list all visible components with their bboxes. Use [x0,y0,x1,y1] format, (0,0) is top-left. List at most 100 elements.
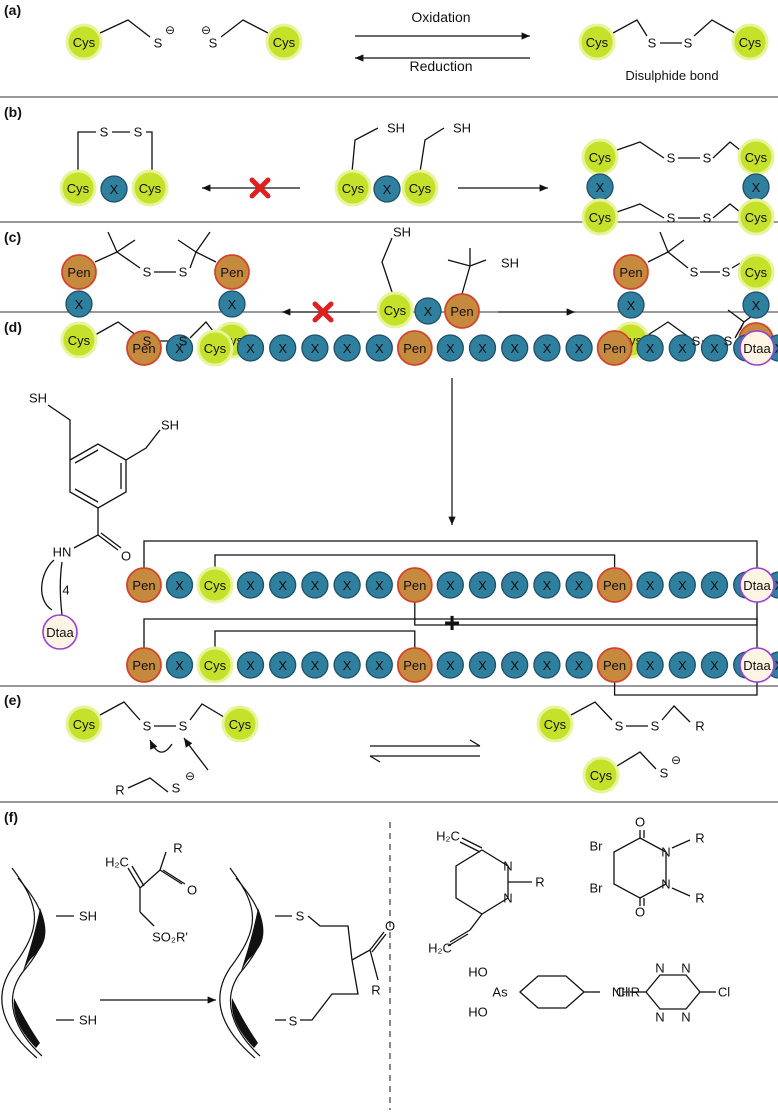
residue-cys: Cys [334,169,372,207]
residue-circle [739,567,775,603]
residue-circle [636,571,664,599]
residue-label: Dtaa [743,658,771,673]
residue-pen: Pen [596,567,633,603]
residue-x: X [501,571,529,599]
residue-label: Cys [342,181,365,196]
residue-label: Pen [132,578,155,593]
residue-label: X [627,298,636,313]
residue-cys: Cys [196,329,234,367]
thiol-group: SH [453,121,471,136]
residue-x: X [236,334,265,362]
residue-label: X [646,658,655,673]
residue-label: Cys [586,35,609,50]
residue-x: X [65,290,93,318]
residue-circle [396,567,433,603]
residue-x: X [333,571,361,599]
residue-label: X [175,578,184,593]
residue-x: X [533,651,561,679]
bond-line [671,839,691,849]
residue-pen: Pen [126,330,162,366]
residue-label: Cys [229,717,252,732]
pyrimidine-nitrogen: N [503,891,512,906]
residue-circle [533,651,561,679]
residue-label: X [775,658,778,673]
reagent-methylene: H₂C [436,829,460,844]
bond-line [307,915,353,961]
residue-x: X [436,651,464,679]
residue-x: X [236,651,265,679]
residue-circle [501,334,529,362]
residue-circle [396,330,433,366]
residue-x: X [333,651,361,679]
bond-line [639,830,645,838]
residue-label: X [446,658,455,673]
residue-label: Pen [67,265,90,280]
residue-circle [444,293,480,329]
residue-label: Pen [603,341,626,356]
residue-circle [100,175,128,203]
residue-x: X [365,651,393,679]
residue-pen: Pen [396,567,433,603]
residue-x: X [468,571,497,599]
residue-dtaa: Dtaa [42,614,78,650]
residue-pen: Pen [126,567,162,603]
residue-x: X [436,571,464,599]
bond-line [369,755,381,763]
residue-circle [414,297,442,325]
residue-x: X [373,175,401,203]
residue-circle [126,330,162,366]
sulfur-atom: S [703,151,712,166]
residue-circle [613,254,649,290]
residue-circle [65,290,93,318]
residue-circle [269,334,297,362]
residue-cys: Cys [196,646,234,684]
residue-circle [668,571,696,599]
sulfur-atom: S [667,151,676,166]
residue-label: X [175,341,184,356]
residue-label: Cys [204,578,227,593]
residue-label: X [424,304,433,319]
bond-line [613,837,667,899]
residue-label: Pen [220,265,243,280]
thiolate-sulfur: S [660,766,669,781]
residue-circle [468,571,497,599]
negative-charge: ⊖ [201,23,211,37]
residue-label: X [575,658,584,673]
residue-label: Cys [139,181,162,196]
sulfur-atom: S [143,334,152,349]
substituent-r: R [695,831,704,846]
residue-label: X [543,658,552,673]
residue-label: X [510,578,519,593]
residue-label: X [752,298,761,313]
reduction-label: Reduction [409,58,472,74]
bond-line [645,974,701,1010]
sulfur-atom: S [615,719,624,734]
bond-line [351,127,379,173]
carbonyl-oxygen: O [635,905,645,920]
residue-label: Cys [745,150,768,165]
bromine-atom: Br [590,839,604,854]
thiol-group: SH [29,391,47,406]
residue-label: X [575,578,584,593]
residue-x: X [365,334,393,362]
residue-circle [42,614,78,650]
tetrazine-nitrogen: N [655,961,664,976]
residue-x: X [700,651,729,679]
residue-label: Cys [67,181,90,196]
bond-line [214,630,416,648]
residue-x: X [636,571,664,599]
bond-line [647,231,689,269]
sulfur-atom: S [289,1014,298,1029]
residue-circle [617,291,645,319]
helix-backbone [11,877,45,1057]
residue-label: X [375,578,384,593]
residue-cys: Cys [221,705,259,743]
residue-x: X [414,297,442,325]
residue-circle [334,169,372,207]
pyrimidine-nitrogen: N [503,859,512,874]
residue-circle [739,330,775,366]
red-cross-icon [249,177,271,199]
bond-line [381,237,394,296]
residue-pen: Pen [596,330,633,366]
bond-line [419,127,445,173]
